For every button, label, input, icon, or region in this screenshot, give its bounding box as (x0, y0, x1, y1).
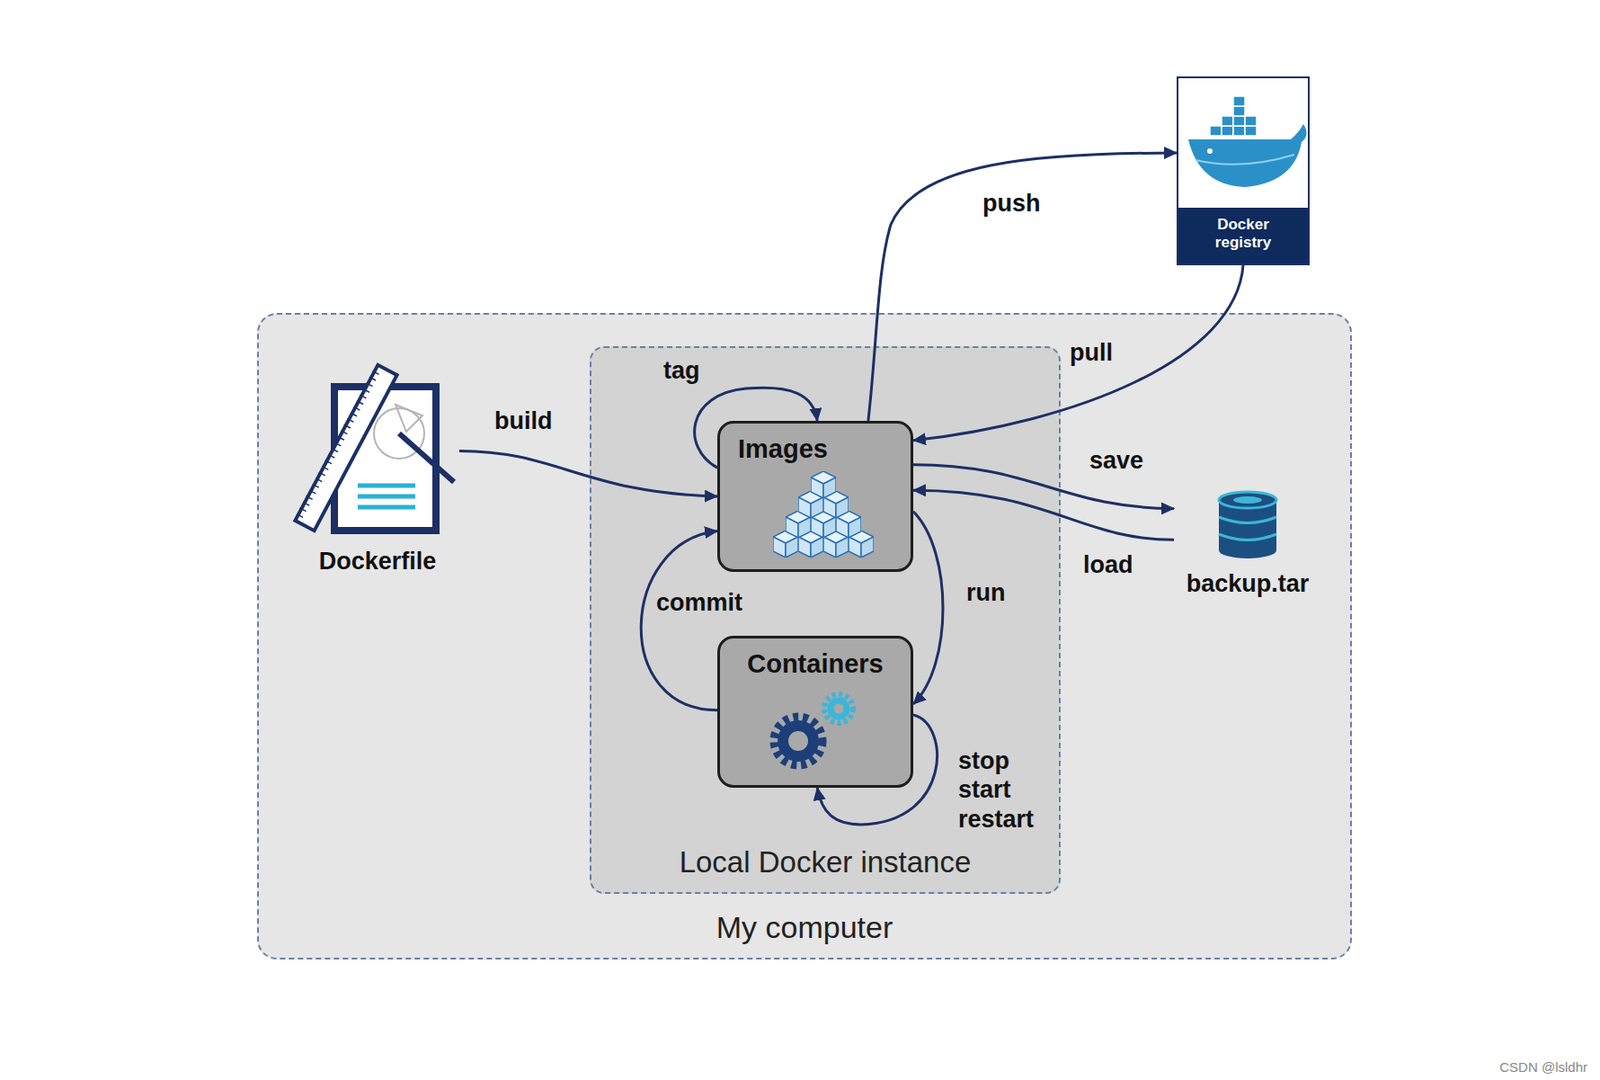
containers-box: Containers (717, 635, 914, 788)
connector-arrow (913, 511, 943, 704)
node-label: backup.tar (1173, 569, 1322, 598)
connector-arrow (868, 152, 1177, 421)
node-label: Containers (720, 648, 911, 679)
connector-arrow (913, 265, 1244, 441)
watermark: CSDN @lsldhr (1499, 1058, 1588, 1075)
edge-label: pull (1069, 337, 1113, 367)
connector-arrow (459, 450, 718, 497)
node-label: My computer (258, 909, 1351, 945)
edge-label: run (966, 577, 1006, 607)
dockerfile-icon (294, 364, 454, 531)
edge-label: stop start restart (958, 746, 1034, 834)
node-label: Dockerfile (295, 547, 460, 576)
connector-arrow (913, 489, 1174, 540)
connector-arrow (640, 531, 718, 711)
node-label: Images (737, 434, 828, 464)
container-gears-icon (773, 693, 854, 765)
edge-label: tag (663, 355, 701, 385)
edge-label: save (1089, 445, 1144, 475)
node-label: Docker registry (1178, 207, 1308, 264)
registry-label: Docker registry (1215, 215, 1272, 264)
image-cubes-icon (773, 471, 874, 558)
backup-database-icon (1218, 491, 1277, 559)
edge-label: commit (656, 587, 743, 617)
docker-whale-icon (1188, 96, 1307, 187)
node-label: Local Docker instance (591, 844, 1059, 880)
connector-arrow (817, 714, 937, 825)
connector-arrow (694, 387, 818, 468)
edge-label: build (494, 406, 552, 436)
edge-label: push (982, 188, 1041, 218)
edge-label: load (1083, 550, 1134, 579)
